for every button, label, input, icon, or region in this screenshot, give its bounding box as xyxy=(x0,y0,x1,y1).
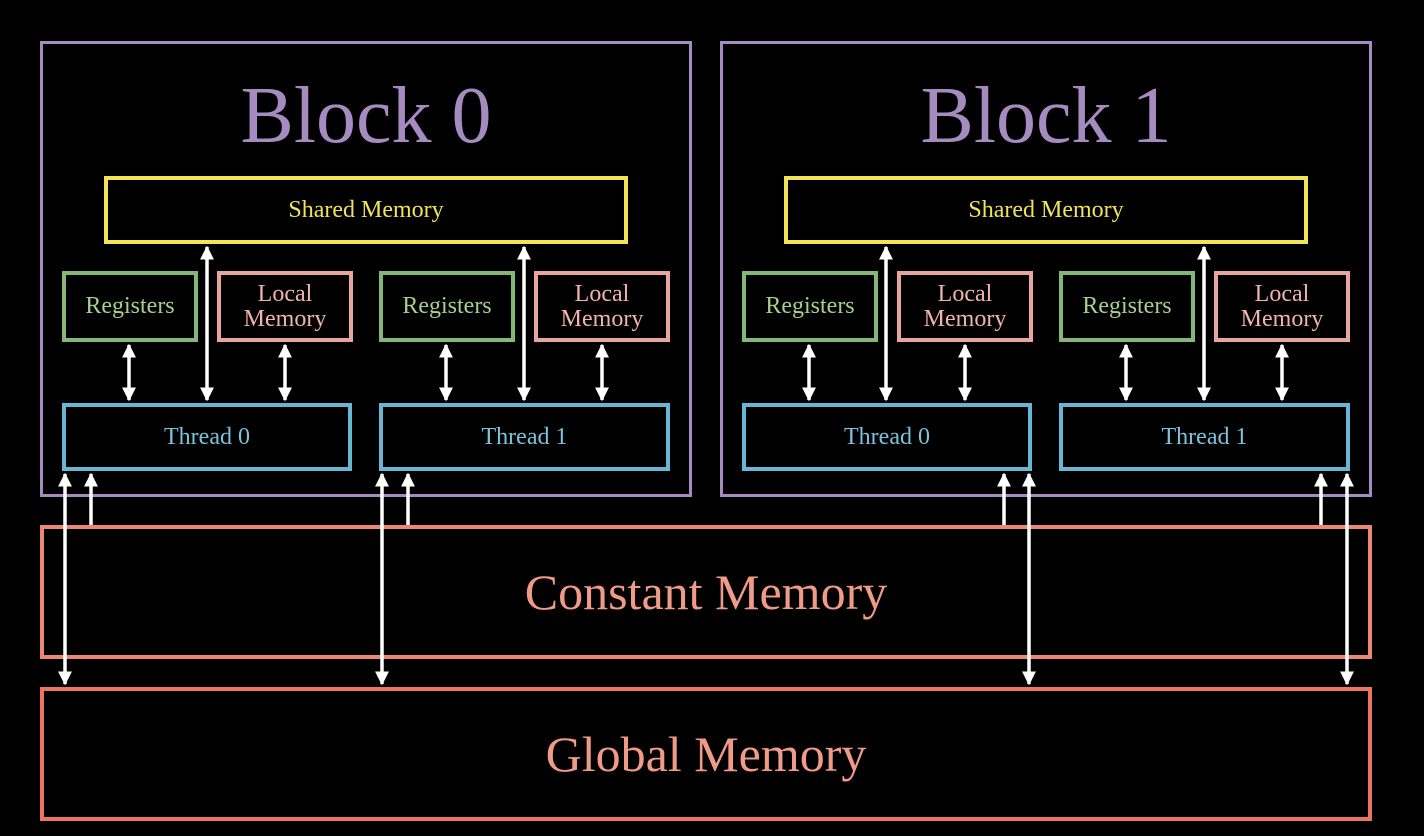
block-1-thread-0: Thread 0 xyxy=(742,403,1032,471)
block-0-thread-1-local-memory: Local Memory xyxy=(534,271,670,342)
block-0-thread-0-registers: Registers xyxy=(62,271,198,342)
local-memory-label: Local Memory xyxy=(560,281,644,332)
local-memory-label: Local Memory xyxy=(1240,281,1324,332)
global-memory: Global Memory xyxy=(40,687,1372,821)
block-0: Block 0 xyxy=(40,41,692,497)
block-1-thread-0-registers: Registers xyxy=(742,271,878,342)
block-0-thread-0-local-memory: Local Memory xyxy=(217,271,353,342)
block-0-thread-1: Thread 1 xyxy=(379,403,670,471)
block-1-thread-1-registers: Registers xyxy=(1059,271,1195,342)
block-1: Block 1 xyxy=(720,41,1372,497)
block-1-thread-0-local-memory: Local Memory xyxy=(897,271,1033,342)
local-memory-label: Local Memory xyxy=(243,281,327,332)
constant-memory: Constant Memory xyxy=(40,525,1372,659)
block-0-shared-memory: Shared Memory xyxy=(104,176,628,244)
block-0-thread-1-registers: Registers xyxy=(379,271,515,342)
block-0-title: Block 0 xyxy=(240,72,492,160)
block-1-shared-memory: Shared Memory xyxy=(784,176,1308,244)
block-1-thread-1: Thread 1 xyxy=(1059,403,1350,471)
block-1-thread-1-local-memory: Local Memory xyxy=(1214,271,1350,342)
local-memory-label: Local Memory xyxy=(923,281,1007,332)
block-0-thread-0: Thread 0 xyxy=(62,403,352,471)
block-1-title: Block 1 xyxy=(920,72,1172,160)
